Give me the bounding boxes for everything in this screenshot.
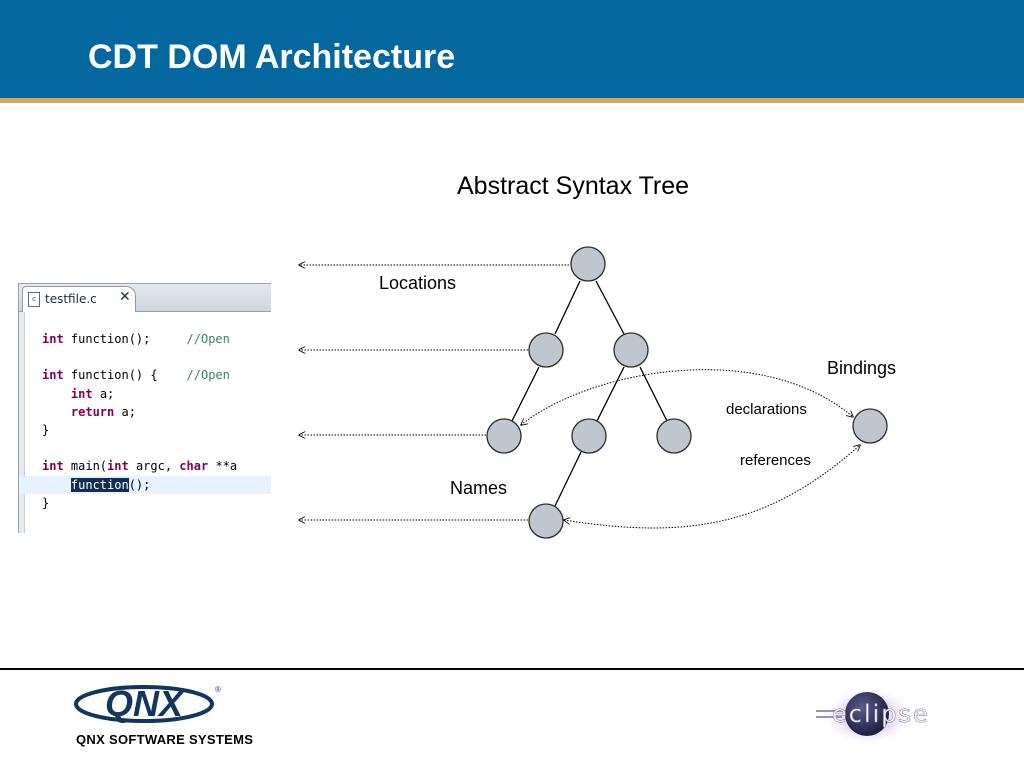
code-token: (); — [128, 477, 151, 492]
c-file-icon: c — [28, 292, 40, 307]
ast-name-node — [528, 503, 564, 539]
code-token: char — [179, 459, 209, 474]
code-token: function() { — [63, 368, 187, 383]
code-token: **a — [208, 459, 238, 474]
code-line: int function() { //Open — [19, 366, 271, 384]
code-token: int — [42, 368, 64, 383]
tree-edge — [595, 280, 625, 335]
locations-label: Locations — [379, 273, 456, 293]
code-line: int function(); //Open — [19, 330, 271, 348]
tree-edge — [554, 280, 581, 335]
code-line-current: function(); — [19, 475, 271, 494]
slide-title: CDT DOM Architecture — [88, 38, 456, 76]
code-token: int — [42, 459, 64, 474]
qnx-logo-text: QNX — [105, 683, 185, 724]
qnx-tagline: QNX SOFTWARE SYSTEMS — [76, 732, 254, 747]
slide-header: CDT DOM Architecture — [0, 0, 1024, 98]
svg-text:®: ® — [215, 685, 221, 694]
ast-node — [528, 332, 564, 368]
code-token: function(); — [63, 332, 187, 346]
code-token: //Open — [186, 332, 230, 346]
code-token: int — [70, 386, 93, 401]
code-token: int — [42, 332, 64, 346]
close-icon[interactable]: ✕ — [119, 289, 131, 305]
ast-name-node — [486, 418, 522, 454]
editor-tab-bar: c testfile.c ✕ — [19, 284, 271, 312]
code-editor-screenshot: c testfile.c ✕ int function(); //Open in… — [18, 283, 271, 533]
code-area[interactable]: int function(); //Open int function() { … — [19, 330, 271, 512]
code-token: } — [42, 422, 50, 437]
names-label: Names — [450, 478, 507, 498]
code-line: int main(int argc, char **a — [19, 457, 271, 475]
editor-gutter — [19, 312, 25, 533]
code-line: } — [19, 421, 271, 439]
footer-divider — [0, 668, 1024, 670]
ast-node — [571, 418, 607, 454]
ast-title: Abstract Syntax Tree — [457, 172, 689, 200]
code-line: return a; — [19, 403, 271, 421]
code-token: main( — [63, 459, 108, 474]
tree-edge — [639, 366, 668, 422]
code-line: } — [19, 494, 271, 512]
code-token: return — [70, 404, 115, 419]
qnx-logo: QNX ® — [74, 683, 221, 724]
selected-function-name[interactable]: function — [70, 477, 129, 492]
ast-diagram: Abstract Syntax Tree Locations Names Bin… — [0, 172, 896, 539]
eclipse-logo-text: eclipse — [832, 700, 930, 728]
code-token: int — [107, 459, 129, 474]
code-token: a; — [114, 404, 136, 419]
ast-node — [656, 418, 692, 454]
code-token: //Open — [186, 368, 230, 383]
eclipse-logo: eclipse — [816, 686, 930, 746]
references-label: references — [740, 452, 811, 469]
reference-arrow — [564, 445, 860, 529]
code-token: a; — [92, 386, 115, 401]
header-divider — [0, 98, 1024, 103]
code-line: int a; — [19, 385, 271, 403]
declaration-arrow — [521, 369, 853, 425]
ast-node — [613, 332, 649, 368]
declarations-label: declarations — [726, 401, 807, 418]
code-token: argc, — [128, 459, 180, 474]
bindings-label: Bindings — [827, 358, 896, 378]
tree-edge — [596, 366, 625, 422]
code-token: } — [42, 495, 50, 510]
tree-edge — [554, 451, 582, 507]
ast-root-node — [570, 246, 606, 282]
binding-node — [852, 408, 888, 444]
editor-tab-label: testfile.c — [45, 292, 97, 306]
editor-tab-testfile[interactable]: c testfile.c ✕ — [22, 286, 136, 312]
tree-edge — [511, 366, 540, 422]
